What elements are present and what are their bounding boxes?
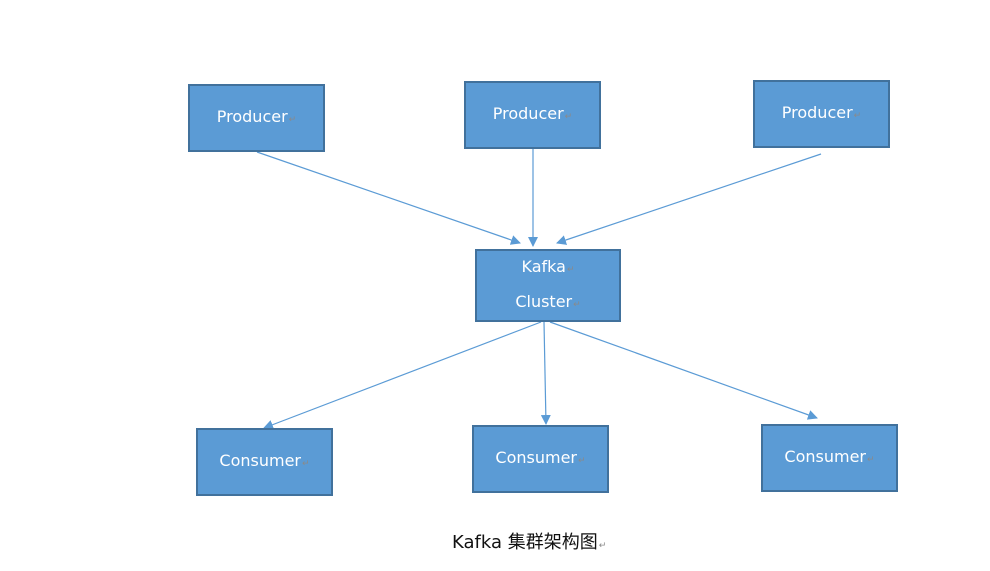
consumer-node-3[interactable]: Consumer bbox=[761, 424, 898, 492]
edge-arrow-cluster-to-c3 bbox=[549, 321, 818, 420]
edge-arrow-cluster-to-c1 bbox=[263, 321, 542, 430]
consumer-node-1[interactable]: Consumer bbox=[196, 428, 333, 496]
node-label: Consumer bbox=[219, 445, 309, 480]
edge-arrow-p3-to-cluster bbox=[556, 153, 822, 245]
producer-node-1[interactable]: Producer bbox=[188, 84, 325, 152]
diagram-caption: Kafka 集群架构图 bbox=[452, 528, 606, 554]
edge-arrow-cluster-to-c2 bbox=[540, 321, 551, 425]
node-label: Producer bbox=[217, 101, 296, 136]
node-label: Consumer bbox=[495, 442, 585, 477]
edge-arrow-p1-to-cluster bbox=[256, 151, 521, 245]
node-label: Consumer bbox=[784, 441, 874, 476]
producer-node-3[interactable]: Producer bbox=[753, 80, 890, 148]
node-label-line-2: Cluster bbox=[515, 286, 580, 321]
node-label: Producer bbox=[782, 97, 861, 132]
consumer-node-2[interactable]: Consumer bbox=[472, 425, 609, 493]
producer-node-2[interactable]: Producer bbox=[464, 81, 601, 149]
kafka-cluster-node[interactable]: Kafka Cluster bbox=[475, 249, 621, 322]
node-label-line-1: Kafka bbox=[522, 251, 575, 286]
node-label: Producer bbox=[493, 98, 572, 133]
caption-text: Kafka 集群架构图 bbox=[452, 532, 606, 553]
